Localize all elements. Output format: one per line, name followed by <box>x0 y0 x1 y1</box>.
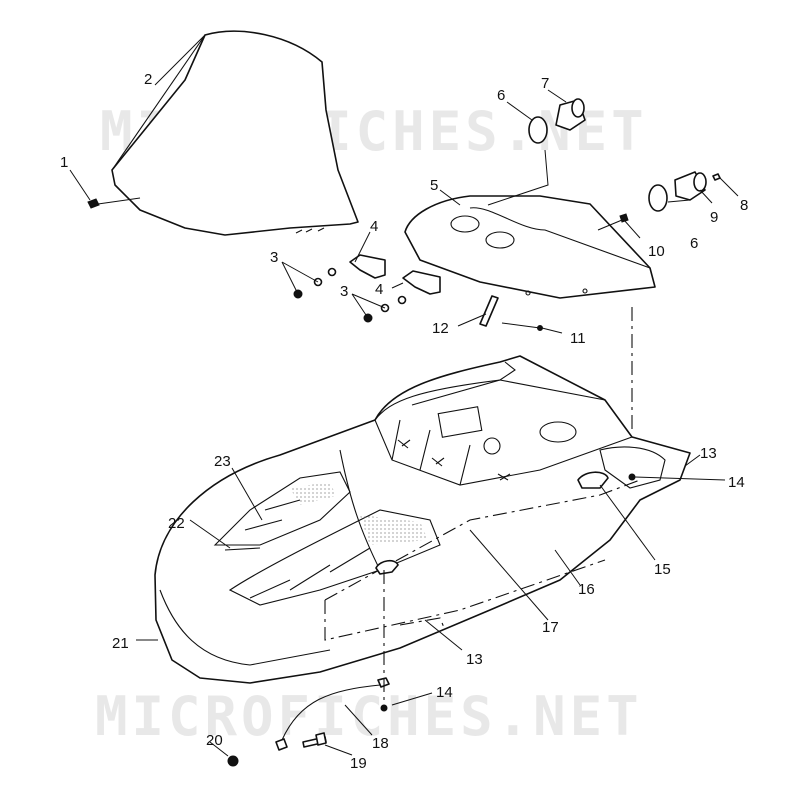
callout-16: 16 <box>578 581 595 598</box>
callout-2: 2 <box>144 71 152 88</box>
screw-10 <box>597 213 629 231</box>
bracket-lower <box>402 270 441 295</box>
bracket-upper <box>349 254 386 279</box>
callout-21: 21 <box>112 635 129 652</box>
watermark-bottom: MICROFICHES.NET <box>95 685 643 748</box>
leader-lines <box>69 34 739 757</box>
callout-5: 5 <box>430 177 438 194</box>
callout-19: 19 <box>350 755 367 772</box>
callout-1: 1 <box>60 154 68 171</box>
callout-6b: 6 <box>690 235 698 252</box>
callout-20: 20 <box>206 732 223 749</box>
callout-14b: 14 <box>436 684 453 701</box>
callout-12: 12 <box>432 320 449 337</box>
callout-11: 11 <box>570 330 586 347</box>
pin-11 <box>501 322 543 331</box>
gauge-upper <box>528 98 586 144</box>
callout-6a: 6 <box>497 87 505 104</box>
wire-upper <box>487 149 549 206</box>
hardware-3 <box>293 267 407 323</box>
screw-1 <box>87 197 141 209</box>
callout-15: 15 <box>654 561 671 578</box>
hood <box>154 355 691 684</box>
callout-9: 9 <box>710 209 718 226</box>
nut-20 <box>227 755 239 767</box>
console <box>404 195 656 299</box>
cable-18 <box>275 677 390 751</box>
bolt-19 <box>302 732 327 748</box>
callout-18: 18 <box>372 735 389 752</box>
callout-7: 7 <box>541 75 549 92</box>
callout-3b: 3 <box>340 283 348 300</box>
strap-12 <box>479 295 499 327</box>
callout-17: 17 <box>542 619 559 636</box>
callout-13b: 13 <box>466 651 483 668</box>
callout-13a: 13 <box>700 445 717 462</box>
callout-14a: 14 <box>728 474 745 491</box>
callout-22: 22 <box>168 515 185 532</box>
callout-8: 8 <box>740 197 748 214</box>
gauge-right <box>648 171 721 212</box>
callout-23: 23 <box>214 453 231 470</box>
callout-3a: 3 <box>270 249 278 266</box>
callout-4b: 4 <box>375 281 383 298</box>
callout-10: 10 <box>648 243 665 260</box>
callout-4a: 4 <box>370 218 378 235</box>
windshield <box>111 30 359 236</box>
callouts: 1 2 3 3 4 4 5 6 6 7 8 9 10 11 12 13 13 1… <box>60 71 748 772</box>
